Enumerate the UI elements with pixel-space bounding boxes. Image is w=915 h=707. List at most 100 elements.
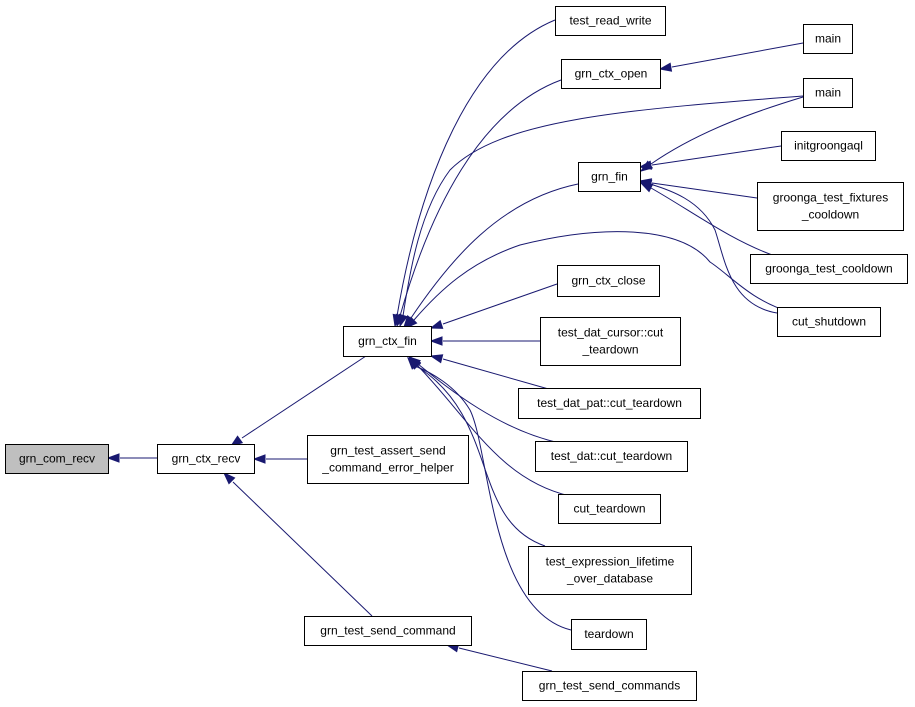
edge-test_read_write-to-grn_ctx_fin: [392, 19, 556, 328]
node-label: grn_test_send_command: [320, 624, 455, 638]
edge-line: [651, 145, 782, 166]
node-label: _over_database: [566, 572, 653, 586]
node-grn_ctx_close[interactable]: grn_ctx_close: [557, 265, 660, 297]
node-test_dat_cursor_cut_teardown[interactable]: test_dat_cursor::cut_teardown: [540, 317, 681, 366]
node-box[interactable]: [522, 671, 697, 701]
edges-layer: [106, 19, 804, 672]
node-test_dat_cut_teardown[interactable]: test_dat::cut_teardown: [535, 441, 688, 472]
edge-line: [402, 95, 804, 317]
node-main_1[interactable]: main: [803, 24, 853, 54]
node-label: groonga_test_fixtures: [773, 191, 888, 205]
edge-line: [414, 365, 572, 631]
arrowhead-icon: [638, 160, 653, 170]
node-label: groonga_test_cooldown: [765, 262, 892, 276]
edge-line: [651, 182, 758, 199]
node-box[interactable]: [5, 444, 109, 474]
arrowhead-icon: [658, 62, 673, 72]
node-box[interactable]: [528, 546, 692, 595]
node-box[interactable]: [557, 265, 660, 297]
node-grn_com_recv[interactable]: grn_com_recv: [5, 444, 109, 474]
node-grn_ctx_open[interactable]: grn_ctx_open: [561, 59, 661, 89]
node-initgroongaql[interactable]: initgroongaql: [781, 131, 876, 161]
edge-line: [442, 358, 553, 391]
nodes-layer: grn_com_recv grn_ctx_recv grn_ctx_fin grn_t…: [5, 6, 908, 701]
node-box[interactable]: [781, 131, 876, 161]
edge-line: [650, 187, 776, 257]
node-box[interactable]: [558, 494, 661, 524]
arrowhead-icon: [429, 354, 444, 364]
edge-line: [417, 365, 571, 497]
node-box[interactable]: [555, 6, 666, 36]
node-grn_test_assert_send_command_error_helper[interactable]: grn_test_assert_send _command_error_helpe…: [307, 435, 469, 484]
node-label: grn_test_assert_send: [330, 444, 445, 458]
node-grn_ctx_recv[interactable]: grn_ctx_recv: [157, 444, 255, 474]
node-grn_fin[interactable]: grn_fin: [578, 162, 641, 192]
node-cut_shutdown[interactable]: cut_shutdown: [777, 307, 881, 337]
node-test_dat_pat_cut_teardown[interactable]: test_dat_pat::cut_teardown: [518, 388, 701, 419]
node-teardown[interactable]: teardown: [571, 619, 647, 650]
node-box[interactable]: [803, 24, 853, 54]
node-main_2[interactable]: main: [803, 78, 853, 108]
node-label: test_dat::cut_teardown: [551, 449, 672, 463]
edge-line: [650, 96, 804, 165]
edge-line: [232, 481, 373, 617]
node-box[interactable]: [571, 619, 647, 650]
node-box[interactable]: [777, 307, 881, 337]
node-box[interactable]: [750, 254, 908, 284]
node-box[interactable]: [535, 441, 688, 472]
node-box[interactable]: [561, 59, 661, 89]
node-label: grn_fin: [591, 170, 628, 184]
node-box[interactable]: [304, 616, 472, 646]
node-label: test_read_write: [569, 14, 651, 28]
node-grn_ctx_fin[interactable]: grn_ctx_fin: [343, 326, 432, 357]
edge-line: [417, 363, 561, 444]
edge-test_dat_pat_cut_teardown-to-grn_ctx_fin: [429, 354, 553, 391]
node-box[interactable]: [803, 78, 853, 108]
node-cut_teardown[interactable]: cut_teardown: [558, 494, 661, 524]
node-box[interactable]: [757, 182, 904, 231]
arrowhead-icon: [252, 454, 266, 464]
node-groonga_test_fixtures_cooldown[interactable]: groonga_test_fixtures_cooldown: [757, 182, 904, 231]
node-test_read_write[interactable]: test_read_write: [555, 6, 666, 36]
node-groonga_test_cooldown[interactable]: groonga_test_cooldown: [750, 254, 908, 284]
node-box[interactable]: [518, 388, 701, 419]
node-box[interactable]: [307, 435, 469, 484]
node-label: test_expression_lifetime: [546, 555, 675, 569]
edge-line: [241, 355, 367, 439]
node-grn_test_send_commands[interactable]: grn_test_send_commands: [522, 671, 697, 701]
edge-line: [399, 79, 562, 317]
node-box[interactable]: [540, 317, 681, 366]
arrowhead-icon: [222, 471, 236, 485]
node-box[interactable]: [578, 162, 641, 192]
arrowhead-icon: [404, 316, 418, 330]
edge-line: [458, 647, 553, 672]
node-label: main: [815, 86, 841, 100]
node-label: _command_error_helper: [321, 461, 453, 475]
node-label: _teardown: [581, 343, 638, 357]
edge-groonga_test_fixtures_cooldown-to-grn_fin: [638, 178, 758, 199]
arrowhead-icon: [106, 453, 120, 463]
node-box[interactable]: [157, 444, 255, 474]
arrowhead-icon: [429, 336, 443, 346]
edge-grn_ctx_recv-to-grn_com_recv: [106, 453, 157, 463]
edge-grn_test_send_commands-to-grn_test_send_command: [445, 643, 553, 672]
node-label: grn_ctx_recv: [172, 452, 241, 466]
node-label: grn_com_recv: [19, 452, 95, 466]
edge-line: [413, 231, 791, 321]
edge-grn_ctx_fin-to-grn_ctx_recv: [229, 355, 367, 447]
arrowhead-icon: [398, 313, 408, 328]
node-box[interactable]: [343, 326, 432, 357]
edge-test_dat_cursor_cut_teardown-to-grn_ctx_fin: [429, 336, 540, 346]
edge-main_1-to-grn_ctx_open: [658, 42, 804, 72]
node-test_expression_lifetime_over_database[interactable]: test_expression_lifetime _over_database: [528, 546, 692, 595]
edge-line: [442, 283, 558, 325]
node-label: initgroongaql: [794, 139, 863, 153]
node-label: test_dat_pat::cut_teardown: [537, 396, 682, 410]
edge-cut_shutdown-to-grn_fin: [638, 179, 778, 314]
edge-teardown-to-grn_ctx_fin: [407, 356, 572, 631]
node-label: grn_ctx_open: [575, 67, 648, 81]
edge-line: [671, 42, 804, 68]
node-grn_test_send_command[interactable]: grn_test_send_command: [304, 616, 472, 646]
arrowhead-icon: [429, 319, 444, 329]
